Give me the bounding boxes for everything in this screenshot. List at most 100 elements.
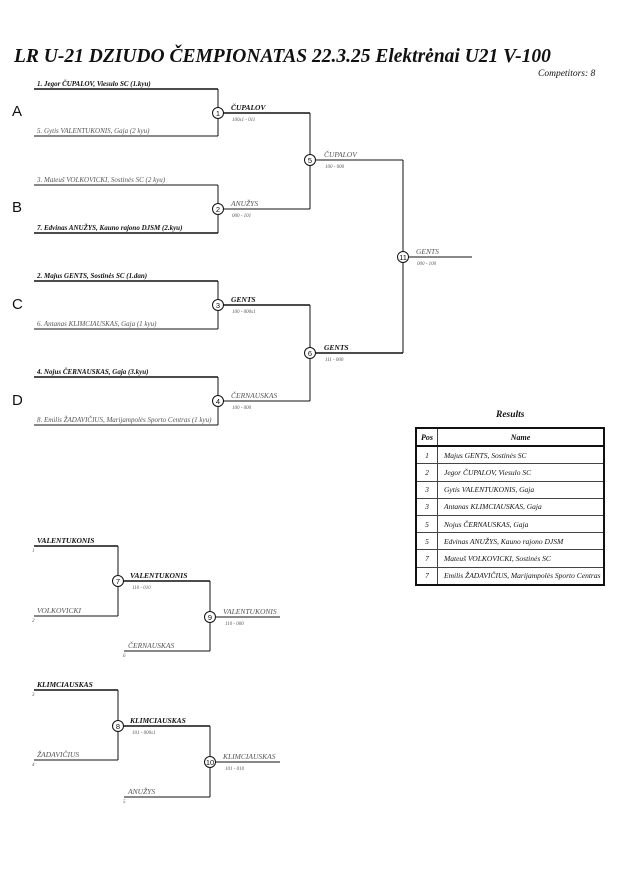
pool-label-a: A — [12, 103, 23, 120]
entrant-label: 6. Antanas KLIMCIAUSKAS, Gaja (1 kyu) — [37, 320, 157, 328]
result-name: Nojus ČERNAUSKAS, Gaja — [437, 514, 605, 534]
match-number-circle — [304, 154, 316, 166]
match-number-circle — [304, 347, 316, 359]
result-pos: 7 — [415, 566, 438, 586]
winner-name: ANUŽYS — [230, 198, 258, 208]
match-score: 000 - 100 — [417, 262, 437, 267]
pool-label-b: B — [12, 199, 23, 216]
winner-name: ČUPALOV — [231, 102, 266, 112]
winner-name: ČUPALOV — [324, 149, 358, 159]
entrant-label: 4. Nojus ČERNAUSKAS, Gaja (3.kyu) — [36, 368, 148, 376]
competitors-count: Competitors: 8 — [538, 69, 596, 79]
result-name: Mateuš VOLKOVICKI, Sostinės SC — [437, 549, 605, 568]
seed-number: 6 — [123, 654, 126, 659]
result-pos: 5 — [415, 514, 438, 534]
pool-label-c: C — [12, 296, 23, 313]
entrant-label: 1. Jegor ČUPALOV, Viesulo SC (1.kyu) — [37, 80, 151, 88]
seed-number: 3 — [32, 693, 35, 698]
result-name: Jegor ČUPALOV, Viesulo SC — [437, 463, 605, 482]
result-name: Antanas KLIMCIAUSKAS, Gaja — [437, 497, 605, 516]
repechage-name: VALENTUKONIS — [37, 536, 94, 545]
match-number: 1 — [216, 109, 220, 118]
result-pos: 3 — [415, 497, 438, 516]
entrant-label: 5. Gytis VALENTUKONIS, Gaja (2 kyu) — [37, 127, 150, 135]
match-number-circle — [212, 395, 224, 407]
match-score: 110 - 010 — [132, 586, 151, 591]
result-pos: 5 — [415, 532, 438, 551]
results-header-name: Name — [437, 427, 605, 448]
result-name: Emilis ŽADAVIČIUS, Marijampolės Sporto C… — [437, 566, 605, 586]
result-pos: 2 — [415, 463, 438, 482]
page-title: LR U-21 DZIUDO ČEMPIONATAS 22.3.25 Elekt… — [14, 46, 551, 67]
match-score: 000 - 101 — [232, 214, 251, 219]
winner-name: ČERNAUSKAS — [231, 390, 277, 400]
match-number: 7 — [116, 577, 120, 586]
seed-number: 4 — [32, 763, 35, 768]
repechage-name: KLIMCIAUSKAS — [36, 680, 93, 689]
result-name: Majus GENTS, Sostinės SC — [437, 445, 605, 465]
entrant-label: 8. Emilis ŽADAVIČIUS, Marijampolės Sport… — [37, 416, 212, 424]
seed-number: 5 — [123, 800, 126, 805]
result-pos: 3 — [415, 480, 438, 499]
seed-number: 1 — [32, 549, 35, 554]
match-score: 100 - 000s1 — [232, 310, 256, 315]
match-number-circle — [204, 611, 216, 623]
match-number: 11 — [399, 253, 407, 262]
result-pos: 1 — [415, 445, 438, 465]
winner-name: GENTS — [324, 343, 349, 352]
match-number: 4 — [216, 397, 220, 406]
match-score: 101 - 010 — [225, 767, 245, 772]
match-number: 8 — [116, 722, 120, 731]
match-number-circle — [112, 720, 124, 732]
result-pos: 7 — [415, 549, 438, 568]
match-number: 5 — [308, 156, 312, 165]
result-name: Edvinas ANUŽYS, Kauno rajono DJSM — [437, 532, 605, 551]
repechage-name: ANUŽYS — [127, 786, 155, 796]
match-number-circle — [397, 251, 409, 263]
match-number: 6 — [308, 349, 312, 358]
winner-name: VALENTUKONIS — [223, 607, 277, 616]
entrant-label: 2. Majus GENTS, Sostinės SC (1.dan) — [36, 272, 147, 280]
winner-name: GENTS — [231, 295, 256, 304]
match-score: 100s1 - 011 — [232, 118, 255, 123]
match-number: 9 — [208, 613, 212, 622]
match-number-circle — [212, 203, 224, 215]
match-number: 2 — [216, 205, 220, 214]
repechage-name: ČERNAUSKAS — [128, 640, 174, 650]
result-name: Gytis VALENTUKONIS, Gaja — [437, 480, 605, 499]
match-number-circle — [212, 107, 224, 119]
match-number: 10 — [206, 758, 214, 767]
match-number-circle — [204, 756, 216, 768]
repechage-name: VOLKOVICKI — [37, 606, 81, 615]
results-header-pos: Pos — [415, 427, 438, 448]
winner-name: GENTS — [416, 247, 439, 256]
match-score: 100 - 000 — [325, 165, 345, 170]
match-score: 100 - 000 — [232, 406, 252, 411]
results-header-row: Pos Name — [415, 427, 605, 448]
results-title: Results — [496, 410, 525, 420]
entrant-label: 7. Edvinas ANUŽYS, Kauno rajono DJSM (2.… — [37, 224, 182, 232]
winner-name: KLIMCIAUSKAS — [222, 752, 276, 761]
pool-label-d: D — [12, 392, 23, 409]
winner-name: VALENTUKONIS — [130, 571, 187, 580]
winner-name: KLIMCIAUSKAS — [129, 716, 186, 725]
seed-number: 2 — [32, 619, 35, 624]
match-number-circle — [112, 575, 124, 587]
repechage-name: ŽADAVIČIUS — [37, 749, 79, 759]
match-number: 3 — [216, 301, 220, 310]
match-number-circle — [212, 299, 224, 311]
entrant-label: 3. Mateuš VOLKOVICKI, Sostinės SC (2 kyu… — [36, 176, 166, 184]
match-score: 101 - 000s1 — [132, 731, 156, 736]
match-score: 110 - 000 — [225, 622, 244, 627]
match-score: 111 - 000 — [325, 358, 344, 363]
